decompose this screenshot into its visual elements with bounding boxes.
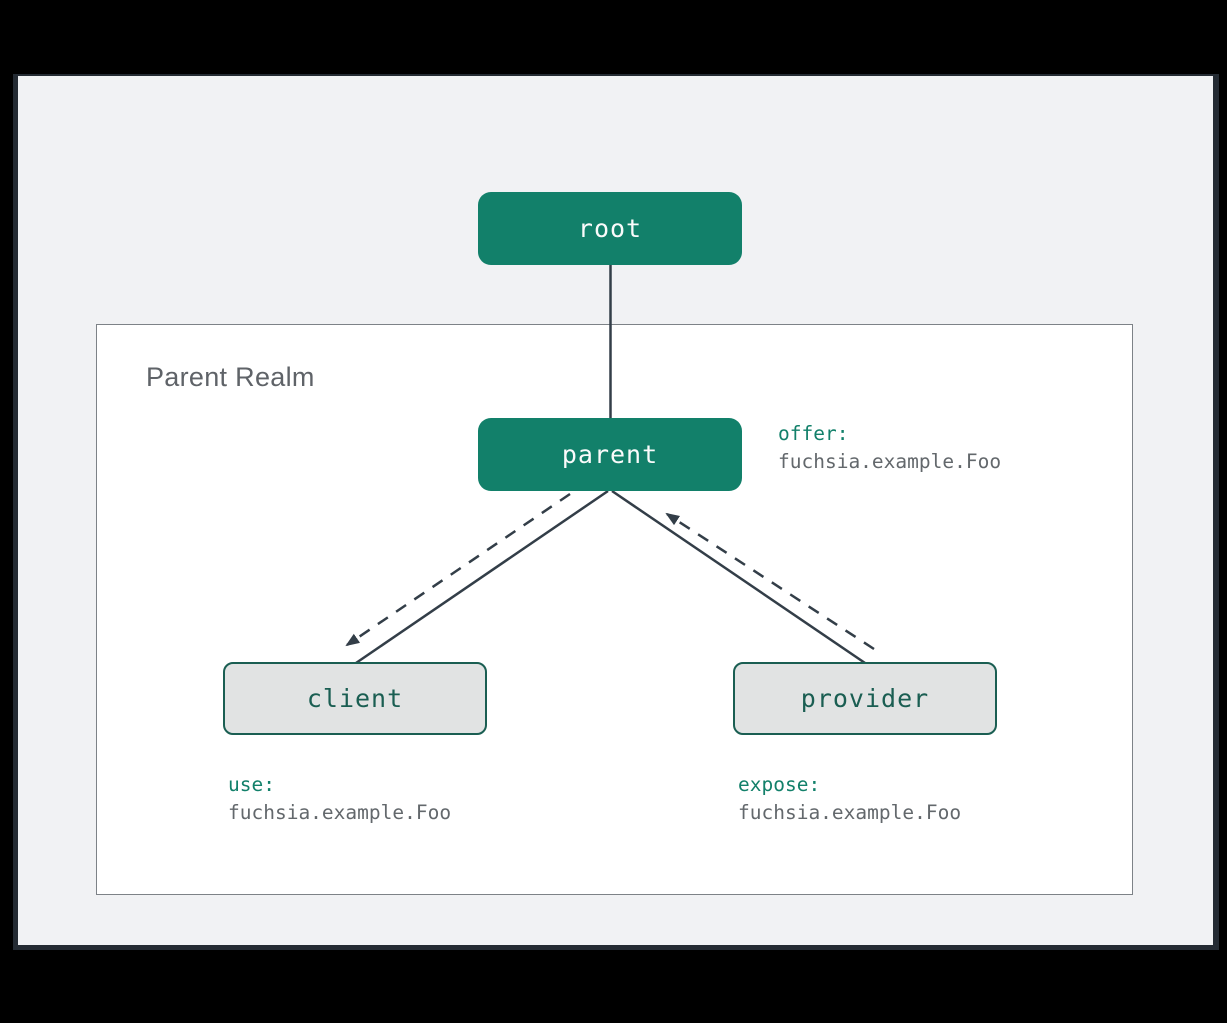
use-annotation: use: fuchsia.example.Foo (228, 771, 451, 827)
node-root-label: root (577, 214, 643, 243)
node-client: client (223, 662, 487, 735)
offer-annotation-verb: offer: (778, 422, 849, 445)
node-provider-label: provider (800, 684, 930, 713)
offer-annotation: offer: fuchsia.example.Foo (778, 420, 1001, 476)
offer-annotation-capability: fuchsia.example.Foo (778, 450, 1002, 473)
use-annotation-verb: use: (228, 773, 275, 796)
expose-annotation-verb: expose: (738, 773, 821, 796)
parent-realm-label: Parent Realm (146, 362, 315, 392)
expose-annotation: expose: fuchsia.example.Foo (738, 771, 961, 827)
use-annotation-capability: fuchsia.example.Foo (228, 801, 452, 824)
expose-annotation-capability: fuchsia.example.Foo (738, 801, 962, 824)
node-provider: provider (733, 662, 997, 735)
node-parent-label: parent (561, 440, 659, 469)
node-parent: parent (478, 418, 742, 491)
node-root: root (478, 192, 742, 265)
node-client-label: client (306, 684, 404, 713)
